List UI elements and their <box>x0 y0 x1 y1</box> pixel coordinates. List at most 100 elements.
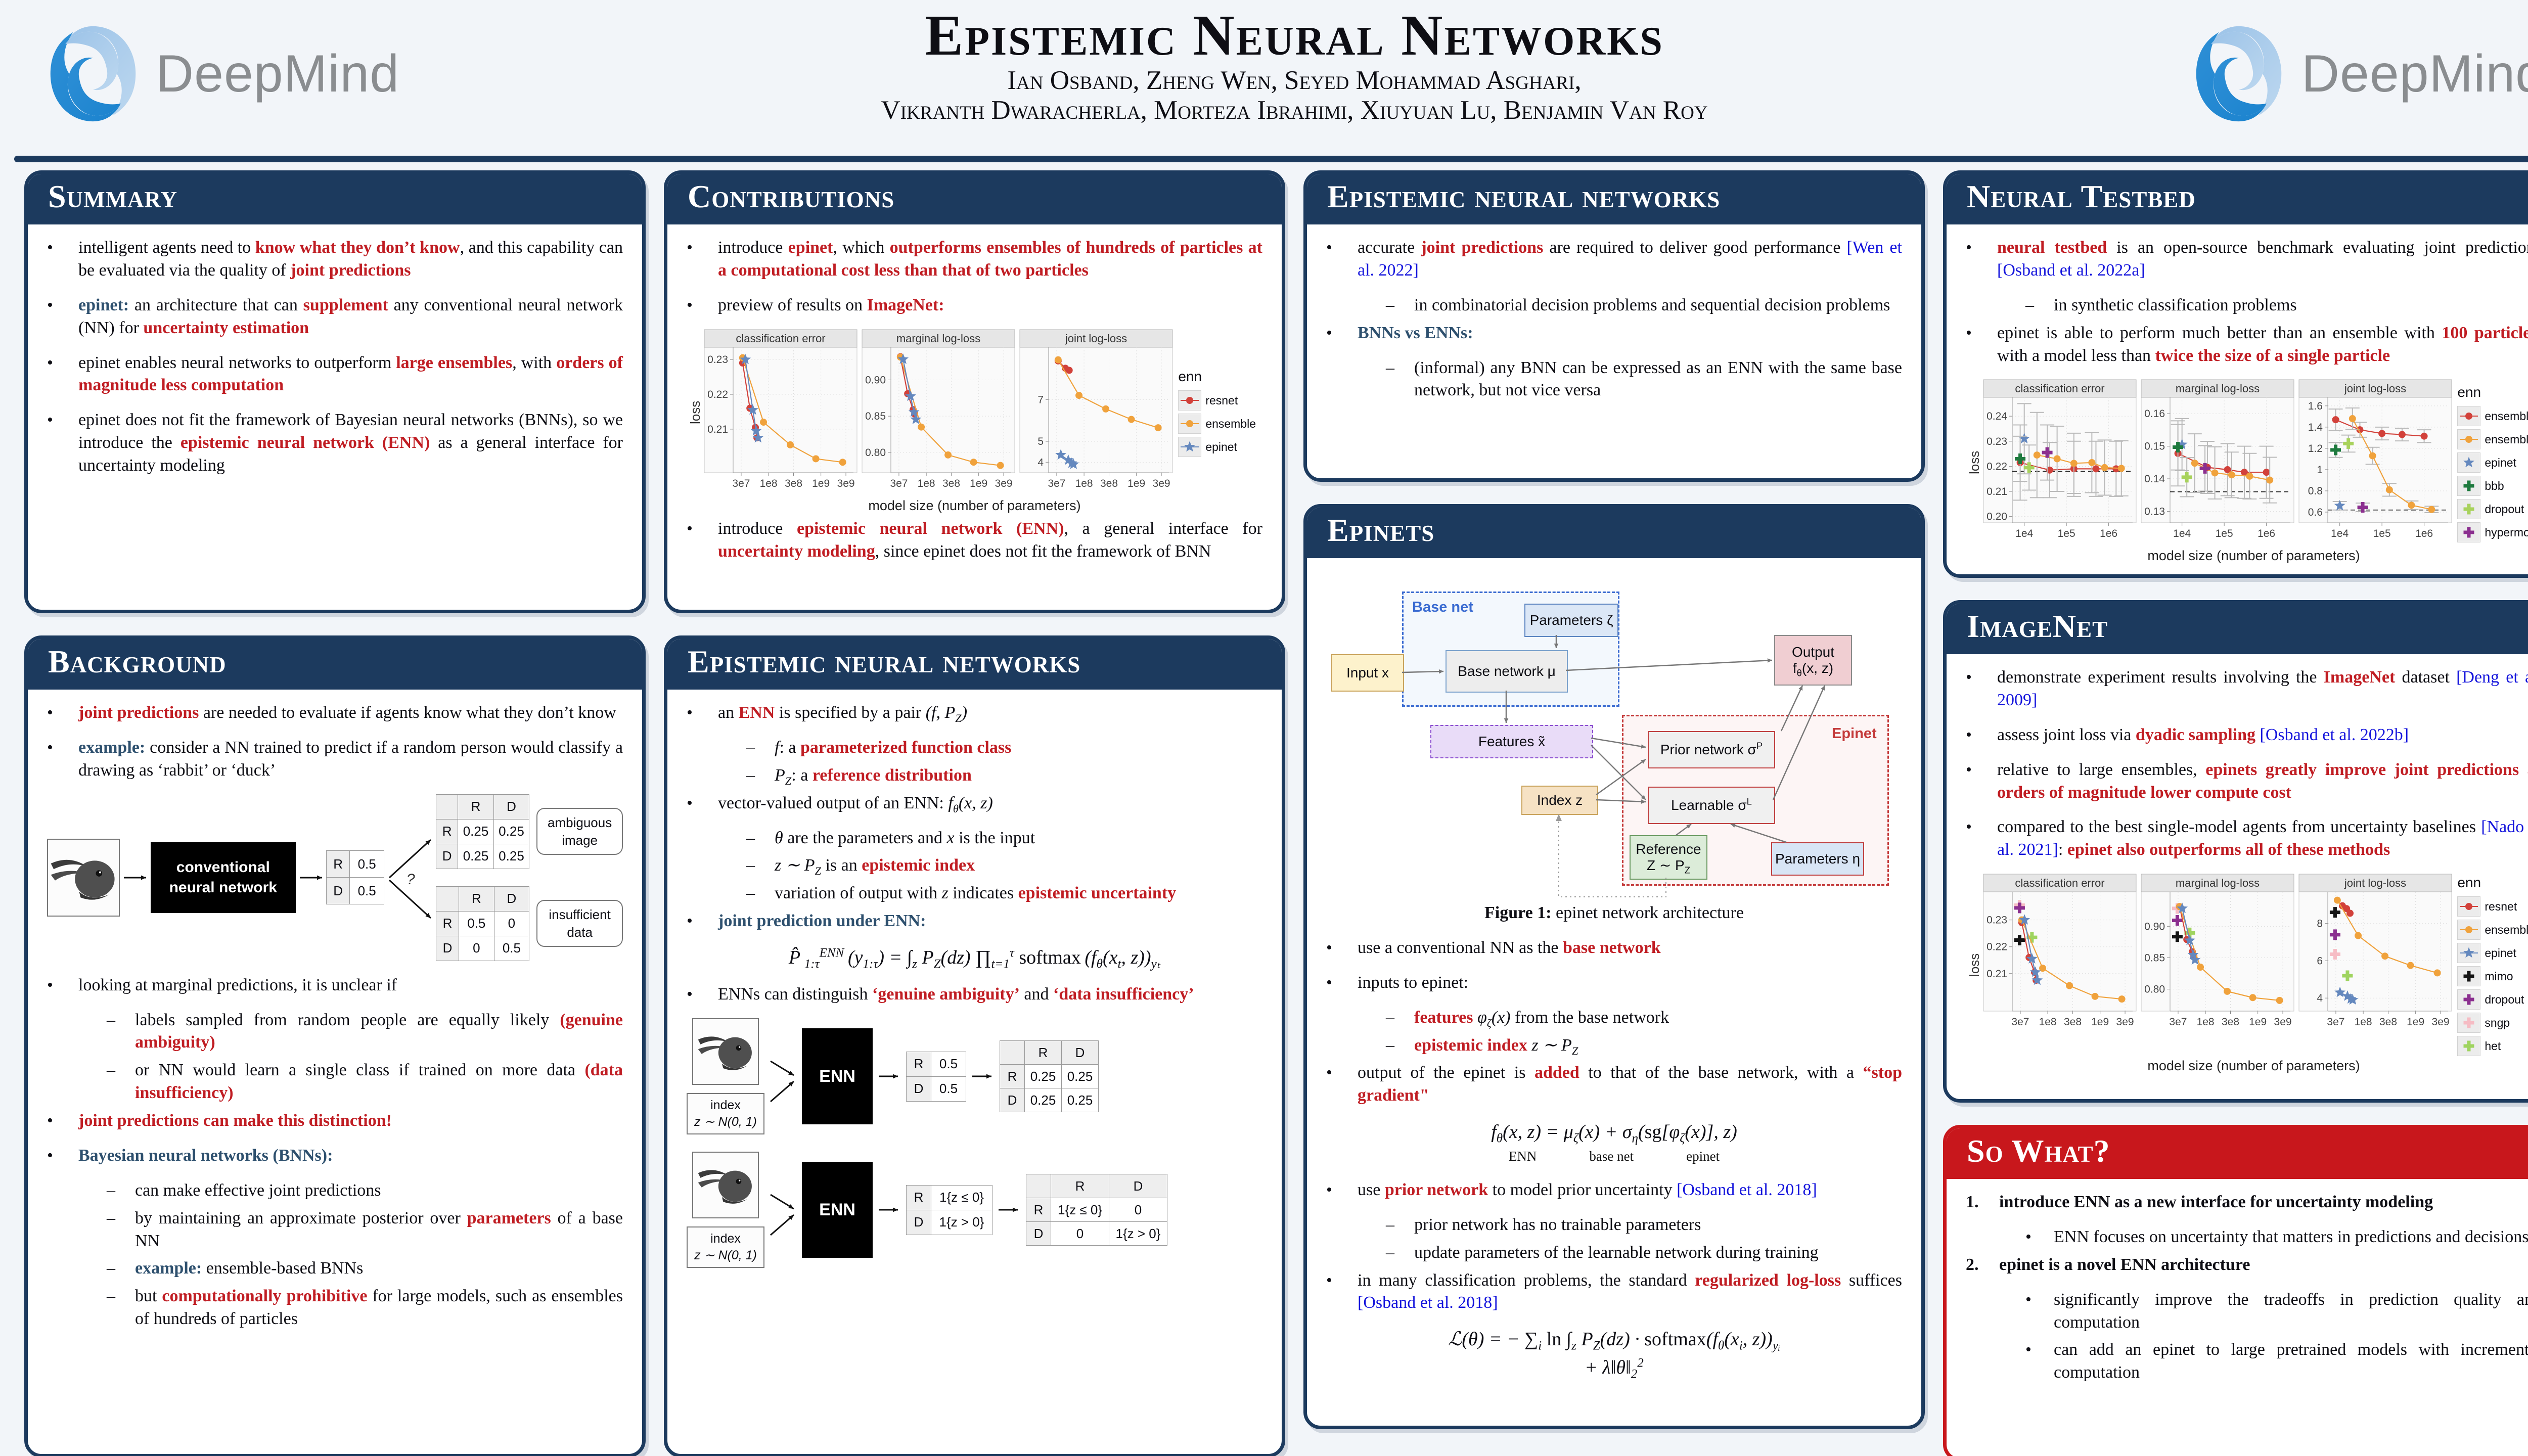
legend-label: ensemble+ <box>2485 432 2528 446</box>
item-marker: – <box>1386 1008 1394 1027</box>
item-marker: • <box>47 411 53 430</box>
item-text: introduce epistemic neural network (ENN)… <box>718 519 1262 561</box>
legend-key <box>2457 896 2481 917</box>
section-title: Background <box>48 644 227 679</box>
table-cell: R <box>436 818 459 844</box>
legend-entry: epinet <box>1178 437 1265 458</box>
section-header-epinets: Epinets <box>1307 508 1921 558</box>
svg-text:classification error: classification error <box>2015 382 2105 395</box>
item-marker: 1. <box>1966 1193 1979 1211</box>
legend-marker-plus <box>2463 504 2474 515</box>
section-sowhat: So What?1.introduce ENN as a new interfa… <box>1943 1125 2528 1456</box>
output-box-label: Output <box>1791 644 1835 660</box>
item-text: update parameters of the learnable netwo… <box>1414 1243 1819 1262</box>
svg-text:3e8: 3e8 <box>2379 1016 2397 1028</box>
sub-item: –variation of output with z indicates ep… <box>687 882 1262 905</box>
svg-text:3e7: 3e7 <box>890 478 908 489</box>
duck-rabbit-image <box>698 1036 752 1070</box>
table-cell: 0.25 <box>1061 1088 1099 1113</box>
bullet-item: •output of the epinet is added to that o… <box>1326 1062 1902 1107</box>
svg-text:3e8: 3e8 <box>942 478 960 489</box>
legend-key <box>2457 475 2481 496</box>
svg-text:6: 6 <box>2317 956 2323 967</box>
sub-item: –f: a parameterized function class <box>687 737 1262 759</box>
reference-box-label: Reference <box>1636 841 1701 857</box>
legend-entry: ensemble <box>2457 920 2528 940</box>
item-marker: • <box>1326 323 1332 342</box>
item-marker: – <box>746 765 755 785</box>
svg-text:3e8: 3e8 <box>1100 478 1118 489</box>
sub-item: –can make effective joint predictions <box>47 1179 623 1202</box>
legend-title: enn <box>1178 369 1202 385</box>
math-line: ℒ(θ) = − ∑i ln ∫z PZ(dz) · softmax(fθ(xi… <box>1448 1329 1780 1353</box>
section-title: Epinets <box>1327 512 1435 548</box>
item-text: BNNs vs ENNs: <box>1358 323 1473 342</box>
figure-caption: Figure 1: epinet network architecture <box>1484 903 1744 922</box>
item-text: epinet does not fit the framework of Bay… <box>78 411 623 475</box>
section-header-background: Background <box>28 639 642 690</box>
section-contributions: Contributions•introduce epinet, which ou… <box>664 170 1285 613</box>
legend-label: ensemble <box>2485 923 2528 936</box>
section-body-enn2: •an ENN is specified by a pair (f, PZ)–f… <box>667 690 1282 1277</box>
svg-text:0.20: 0.20 <box>1987 511 2007 523</box>
section-header-imagenet: ImageNet <box>1947 604 2528 654</box>
item-text: or NN would learn a single class if trai… <box>135 1061 623 1103</box>
y-axis-label: loss <box>1967 451 1982 475</box>
item-text: can add an epinet to large pretrained mo… <box>2054 1340 2528 1382</box>
table-cell: D <box>1000 1088 1025 1113</box>
item-text: vector-valued output of an ENN: fθ(x, z) <box>718 793 993 815</box>
svg-text:1e9: 1e9 <box>1127 478 1145 489</box>
item-marker: • <box>687 295 693 314</box>
item-marker: – <box>746 738 755 757</box>
index-box-label: Index z <box>1537 792 1583 808</box>
legend-entry: resnet <box>2457 896 2528 917</box>
table-cell: 0 <box>493 911 530 936</box>
legend-marker-plus <box>2463 527 2474 538</box>
svg-text:joint log-loss: joint log-loss <box>2344 382 2406 395</box>
table-cell: 0 <box>1051 1221 1109 1246</box>
item-text: features φζ(x) from the base network <box>1414 1008 1669 1029</box>
bullet-item: •ENNs can distinguish ‘genuine ambiguity… <box>687 983 1262 1006</box>
table-cell: R <box>906 1185 931 1210</box>
sub-item: –but computationally prohibitive for lar… <box>47 1285 623 1331</box>
legend-marker-star <box>2460 947 2478 958</box>
bullet-item: •inputs to epinet: <box>1326 972 1902 994</box>
item-marker: • <box>47 238 53 257</box>
figure-side-label: ambiguous image <box>536 808 623 855</box>
legend-entry: mimo <box>2457 966 2528 987</box>
item-marker: – <box>1386 1035 1394 1055</box>
svg-text:1.2: 1.2 <box>2308 443 2323 454</box>
section-header-enn3: Epistemic neural networks <box>1307 174 1921 224</box>
section-body-sowhat: 1.introduce ENN as a new interface for u… <box>1947 1179 2528 1393</box>
legend-key <box>2457 522 2481 542</box>
legend-label: ensemble <box>1205 417 1256 430</box>
item-marker: – <box>1386 1215 1394 1234</box>
svg-text:0.85: 0.85 <box>865 411 886 422</box>
svg-text:classification error: classification error <box>736 332 826 345</box>
legend-marker-circle <box>2460 435 2478 443</box>
svg-text:0.80: 0.80 <box>865 446 886 458</box>
bullet-item: •use prior network to model prior uncert… <box>1326 1179 1902 1202</box>
svg-text:8: 8 <box>2317 918 2323 930</box>
svg-text:1e5: 1e5 <box>2216 528 2233 539</box>
legend-marker-circle <box>1181 397 1199 404</box>
sub-item: –or NN would learn a single class if tra… <box>47 1059 623 1105</box>
arrow-icon <box>999 1207 1018 1212</box>
svg-text:0.90: 0.90 <box>2144 921 2165 932</box>
item-text: (informal) any BNN can be expressed as a… <box>1414 358 1902 400</box>
item-marker: 2. <box>1966 1255 1979 1274</box>
table-cell: 0.25 <box>458 818 494 844</box>
sub-item: –in synthetic classification problems <box>1966 294 2528 317</box>
item-marker: • <box>1966 817 1972 837</box>
svg-text:0.6: 0.6 <box>2308 507 2323 518</box>
table-cell: 0.5 <box>349 877 385 905</box>
legend-marker-plus <box>2463 480 2474 491</box>
